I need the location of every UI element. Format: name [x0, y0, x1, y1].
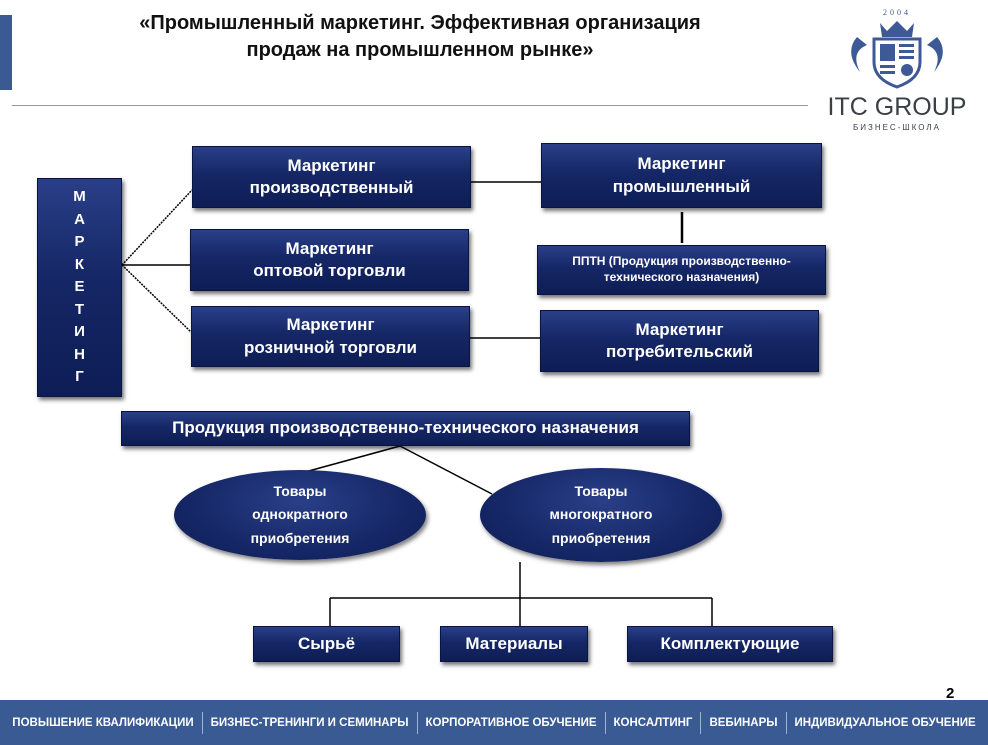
footer-nav: ПОВЫШЕНИЕ КВАЛИФИКАЦИИ БИЗНЕС-ТРЕНИНГИ И …	[0, 700, 988, 745]
box-label: Маркетинг	[287, 155, 376, 175]
root-letter: А	[74, 210, 85, 228]
box-label: Маркетинг	[635, 319, 724, 339]
box-label: Маркетинг	[286, 315, 375, 335]
root-letter: Е	[74, 278, 85, 296]
root-letter: Р	[74, 233, 85, 251]
logo: 2004 ITC GROUP БИЗНЕС-ШКОЛА	[822, 8, 972, 133]
box-label: Продукция производственно-технического н…	[172, 418, 639, 438]
box-label: оптовой торговли	[253, 261, 406, 280]
industrial-products-box: Продукция производственно-технического н…	[121, 411, 690, 446]
root-letter: Г	[75, 368, 84, 386]
ellipse-label: приобретения	[551, 529, 651, 546]
footer-link[interactable]: ВЕБИНАРЫ	[700, 711, 785, 734]
logo-name: ITC GROUP	[827, 93, 967, 121]
raw-materials-box: Сырьё	[253, 626, 400, 662]
multi-purchase-ellipse: Товары многократного приобретения	[480, 468, 722, 562]
ellipse-label: многократного	[549, 506, 653, 523]
root-letter: Т	[74, 300, 85, 318]
box-label: Маркетинг	[285, 238, 374, 258]
wholesale-marketing-box: Маркетинг оптовой торговли	[190, 229, 469, 291]
box-label: розничной торговли	[244, 337, 417, 357]
production-marketing-box: Маркетинг производственный	[192, 146, 471, 208]
pptn-box: ППТН (Продукция производственно-техничес…	[537, 245, 826, 295]
ellipse-label: приобретения	[250, 529, 350, 546]
box-label: Маркетинг	[637, 154, 726, 174]
footer-link[interactable]: ИНДИВИДУАЛЬНОЕ ОБУЧЕНИЕ	[785, 711, 984, 734]
logo-subtitle: БИЗНЕС-ШКОЛА	[852, 123, 941, 132]
footer-link[interactable]: КОРПОРАТИВНОЕ ОБУЧЕНИЕ	[416, 711, 605, 734]
box-label: ППТН (Продукция производственно-	[572, 254, 791, 269]
box-label: Материалы	[465, 633, 563, 653]
ellipse-label: Товары	[574, 483, 628, 500]
root-letter: Н	[74, 345, 85, 363]
logo-year: 2004	[883, 8, 911, 17]
box-label: Комплектующие	[660, 633, 800, 653]
footer-link[interactable]: БИЗНЕС-ТРЕНИНГИ И СЕМИНАРЫ	[201, 711, 417, 734]
title-divider	[12, 105, 808, 106]
crest-icon	[851, 21, 943, 89]
title-line-1: «Промышленный маркетинг. Эффективная орг…	[139, 12, 701, 34]
consumer-marketing-box: Маркетинг потребительский	[540, 310, 819, 372]
root-letter: К	[74, 255, 85, 273]
title-line-2: продаж на промышленном рынке»	[246, 39, 594, 61]
box-label: потребительский	[605, 342, 753, 361]
page-number: 2	[946, 685, 955, 702]
box-label: технического назначения)	[603, 270, 760, 284]
ellipse-label: однократного	[252, 506, 348, 523]
ellipse-label: Товары	[273, 483, 327, 500]
root-letter: М	[73, 188, 86, 206]
materials-box: Материалы	[440, 626, 588, 662]
single-purchase-ellipse: Товары однократного приобретения	[174, 470, 426, 560]
box-label: промышленный	[612, 176, 751, 196]
footer-link[interactable]: КОНСАЛТИНГ	[604, 711, 701, 734]
box-label: производственный	[249, 178, 414, 197]
components-box: Комплектующие	[627, 626, 833, 662]
root-letter: И	[74, 323, 85, 341]
footer-link[interactable]: ПОВЫШЕНИЕ КВАЛИФИКАЦИИ	[12, 716, 194, 729]
box-label: Сырьё	[297, 633, 356, 653]
accent-bar	[0, 15, 12, 90]
slide-title: «Промышленный маркетинг. Эффективная орг…	[40, 10, 800, 64]
